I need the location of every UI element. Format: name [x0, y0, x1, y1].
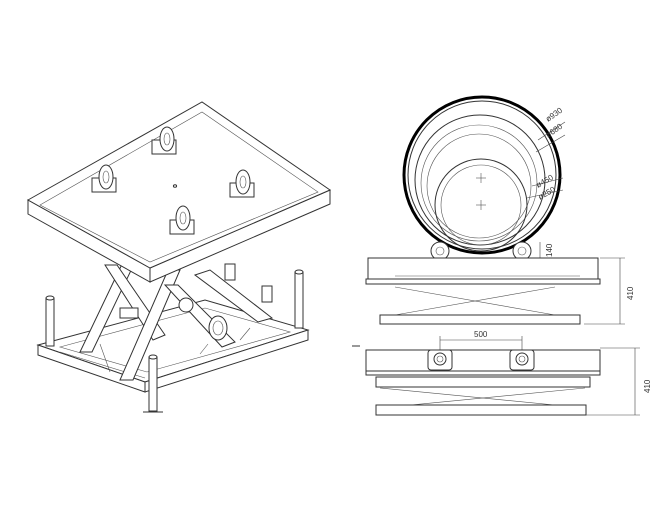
side-view: ø930 ø680 ø450 ø250 140 410: [365, 95, 635, 325]
front-rollers: [427, 349, 535, 371]
side-platform: [365, 257, 601, 325]
diameter-label-930: ø930: [544, 105, 565, 123]
scissor-arms: [79, 261, 274, 381]
side-height-dimension: 410: [626, 286, 635, 300]
base-frame: [36, 299, 310, 393]
caster-wheel-right: [229, 169, 255, 198]
caster-wheel-left: [91, 164, 117, 193]
diameter-leaders: [526, 121, 566, 199]
roller-spacing-dimension: 500: [474, 330, 488, 339]
front-view: 500 410: [352, 330, 652, 416]
coil-circles: [402, 95, 562, 255]
front-height-dimension: 410: [643, 379, 652, 393]
front-platform: [352, 345, 601, 416]
corner-posts: [45, 269, 304, 413]
caster-wheel-front: [169, 205, 195, 235]
isometric-lift-table: [26, 101, 332, 413]
caster-wheel-back: [151, 126, 177, 155]
roller-gap-dimension: 140: [545, 243, 554, 257]
platform: [26, 101, 332, 283]
